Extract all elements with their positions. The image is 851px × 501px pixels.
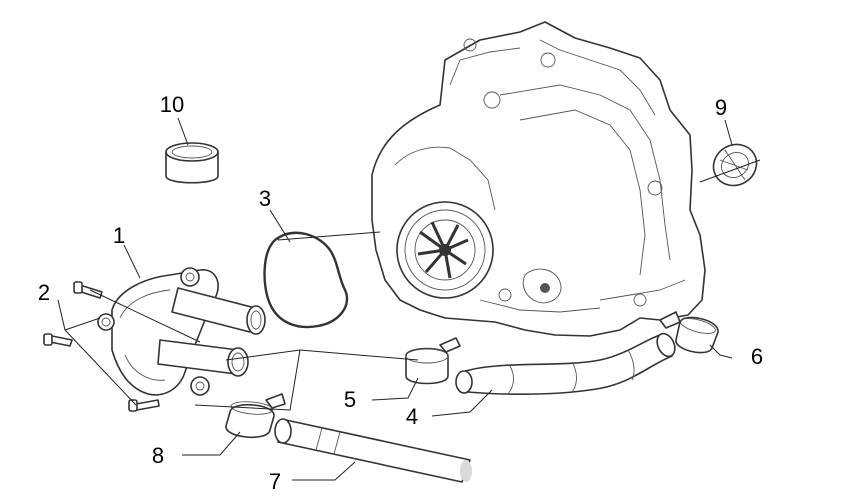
- part-4-hose: [455, 332, 676, 396]
- part-number-10: 10: [160, 92, 184, 117]
- engine-cover-housing: [371, 21, 706, 337]
- part-5-hose-clip: [405, 337, 461, 385]
- part-number-1: 1: [113, 223, 125, 248]
- part-number-3: 3: [259, 186, 271, 211]
- part-10-cap-shape: [165, 142, 219, 184]
- part-2-bolts: [43, 281, 160, 412]
- part-number-8: 8: [152, 443, 164, 468]
- leader-lines: [57, 117, 761, 481]
- part-3-gasket-ring: [263, 231, 349, 329]
- part-number-6: 6: [751, 344, 763, 369]
- part-number-4: 4: [406, 404, 418, 429]
- part-6-hose-clip: [659, 311, 719, 354]
- part-9-seal-ring: [712, 143, 758, 187]
- part-7-hose: [274, 418, 472, 483]
- part-number-7: 7: [269, 469, 281, 494]
- part-8-hose-clip: [225, 393, 286, 439]
- part-number-2: 2: [38, 280, 50, 305]
- pump-impeller: [396, 201, 494, 299]
- part-number-9: 9: [715, 95, 727, 120]
- part-1-pump-cover: [97, 267, 266, 396]
- part-number-5: 5: [344, 387, 356, 412]
